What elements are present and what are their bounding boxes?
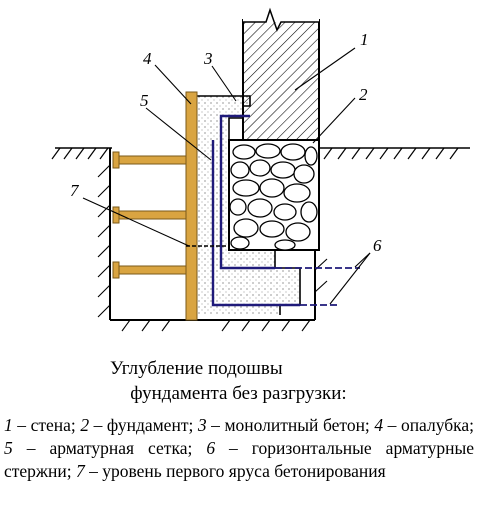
caption-line-2: фундамента без разгрузки: [130, 383, 347, 404]
rubble-foundation [228, 139, 320, 251]
foundation-deepening-diagram: 1 2 3 4 5 6 7 [51, 0, 470, 332]
caption-line-1: Углубление подошвы [110, 358, 283, 379]
label-6: 6 [373, 236, 382, 255]
label-3: 3 [203, 49, 213, 68]
horizontal-rebars [275, 267, 360, 306]
ground-right [318, 147, 470, 160]
ground-left [51, 147, 112, 160]
label-2: 2 [359, 85, 368, 104]
formwork [112, 91, 198, 321]
rebar-mesh [211, 114, 300, 307]
legend-num-5: 5 [4, 438, 13, 458]
legend-text-3: – монолитный бетон; [206, 415, 375, 435]
leader-lines [82, 47, 371, 305]
label-7: 7 [70, 181, 80, 200]
legend-num-4: 4 [374, 415, 384, 435]
legend: 1 – стена; 2 – фундамент; 3 – монолитный… [4, 414, 474, 483]
legend-num-6: 6 [206, 438, 216, 458]
wall [242, 0, 320, 141]
legend-text-6: – горизонтальные арматурные стержни; [4, 438, 475, 481]
label-4: 4 [143, 49, 152, 68]
label-5: 5 [140, 91, 149, 110]
legend-text-2: – фундамент; [89, 415, 198, 435]
legend-text-7: – уровень первого яруса бетонирования [84, 461, 386, 481]
legend-text-4: – опалубка; [383, 415, 474, 435]
legend-num-7: 7 [76, 461, 85, 481]
label-1: 1 [360, 30, 369, 49]
legend-num-3: 3 [197, 415, 207, 435]
legend-num-2: 2 [80, 415, 90, 435]
figure-caption: Углубление подошвы фундамента без разгру… [0, 356, 477, 406]
pit-outline [97, 148, 328, 332]
legend-num-1: 1 [4, 415, 13, 435]
legend-text-1: – стена; [12, 415, 81, 435]
legend-text-5: – арматурная сетка; [12, 438, 207, 458]
